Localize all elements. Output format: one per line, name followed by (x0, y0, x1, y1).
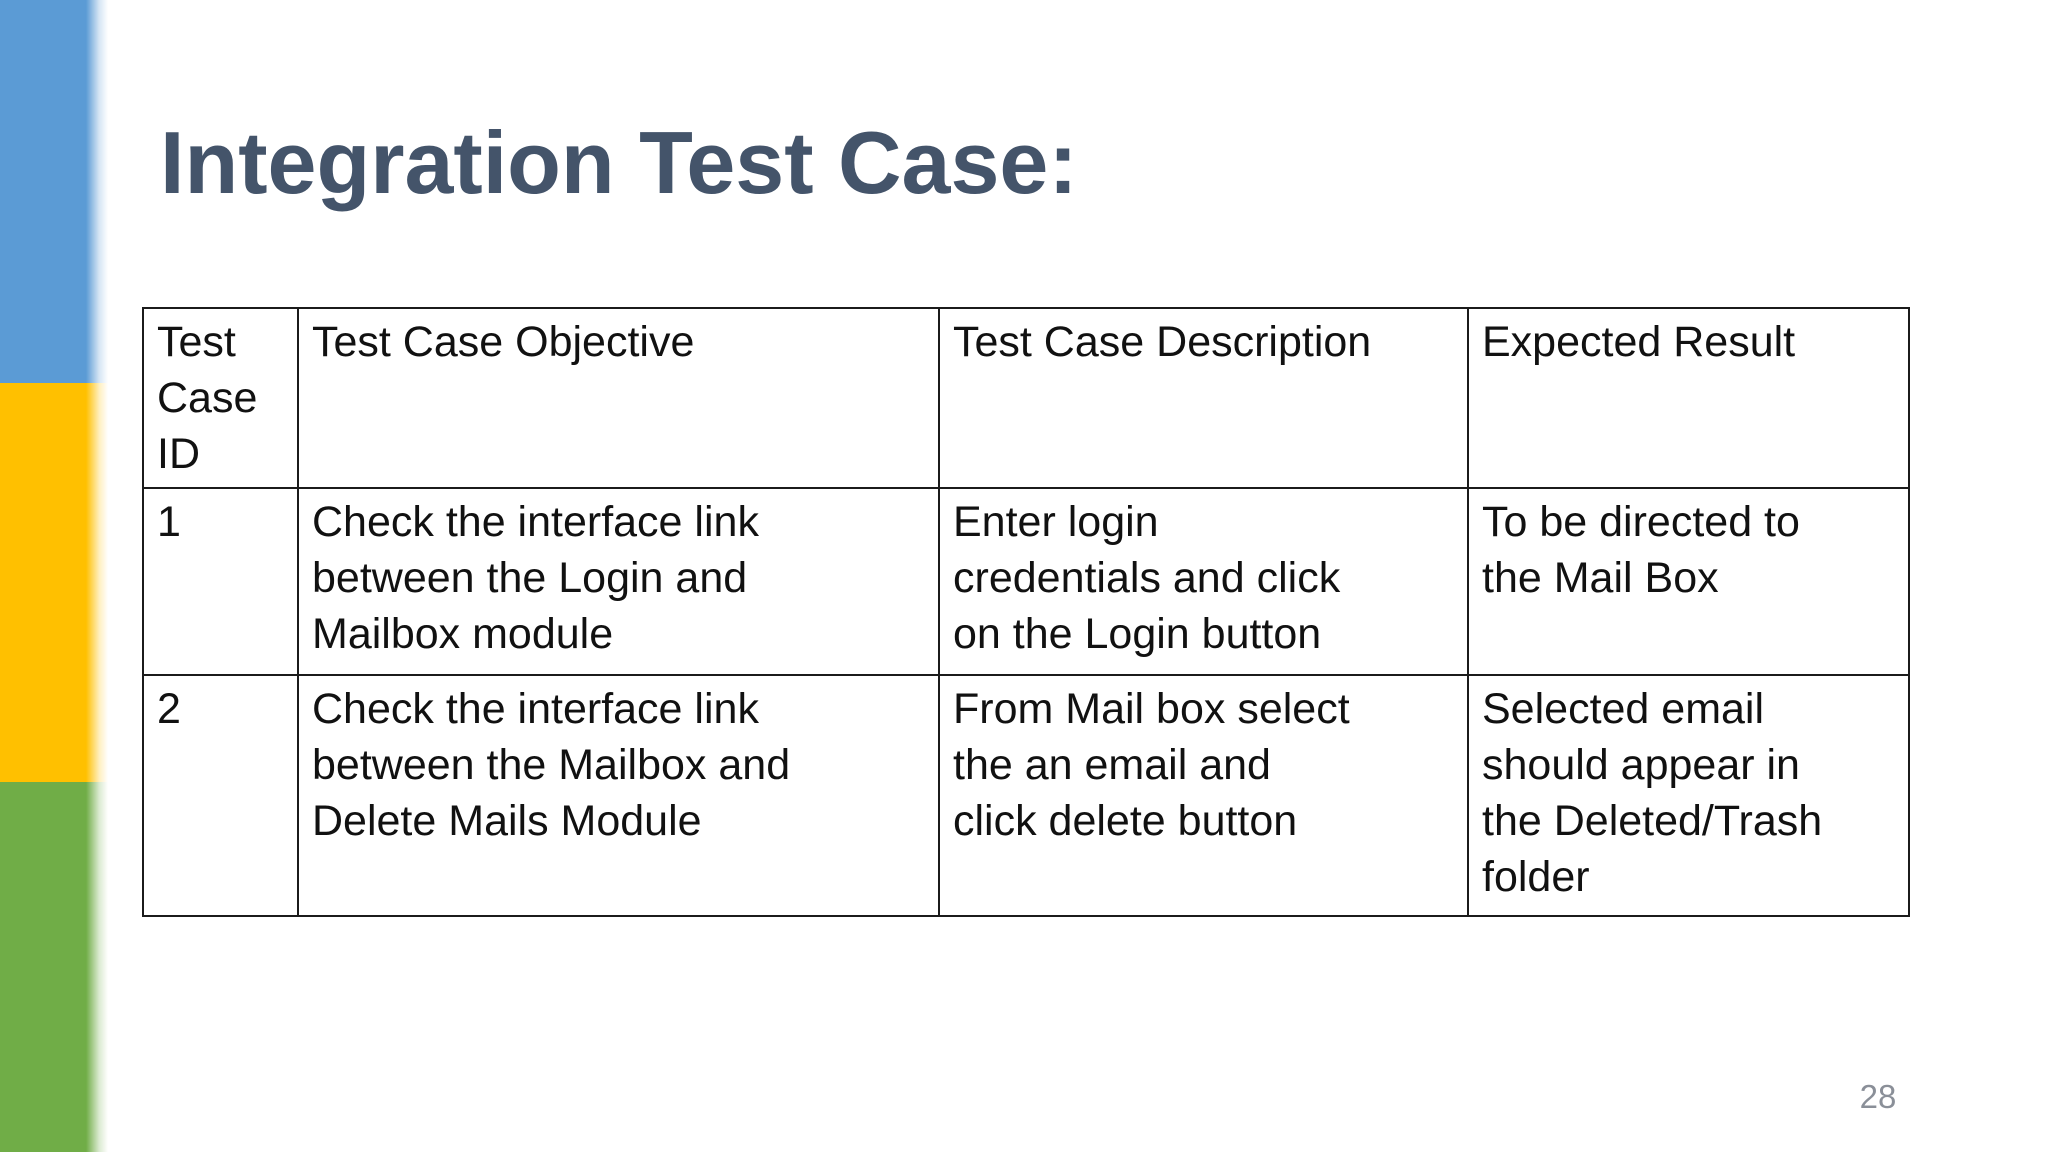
accent-bar-yellow-segment (0, 383, 108, 782)
accent-bar (0, 0, 108, 1152)
page-number: 28 (1859, 1078, 1897, 1115)
cell-expected-result: To be directed to the Mail Box (1467, 487, 1910, 676)
header-cell-description: Test Case Description (938, 307, 1469, 489)
header-cell-expected-result: Expected Result (1467, 307, 1910, 489)
table-row: 1 Check the interface link between the L… (142, 487, 1910, 676)
cell-test-case-id: 2 (142, 674, 299, 917)
header-cell-test-case-id: Test Case ID (142, 307, 299, 489)
cell-test-case-id: 1 (142, 487, 299, 676)
accent-bar-green-segment (0, 782, 108, 1152)
cell-expected-result: Selected email should appear in the Dele… (1467, 674, 1910, 917)
cell-description: From Mail box select the an email and cl… (938, 674, 1469, 917)
cell-objective: Check the interface link between the Mai… (297, 674, 940, 917)
slide-title: Integration Test Case: (160, 113, 1078, 212)
cell-objective: Check the interface link between the Log… (297, 487, 940, 676)
header-cell-objective: Test Case Objective (297, 307, 940, 489)
test-case-table: Test Case ID Test Case Objective Test Ca… (142, 307, 1910, 917)
cell-description: Enter login credentials and click on the… (938, 487, 1469, 676)
table-header-row: Test Case ID Test Case Objective Test Ca… (142, 307, 1910, 489)
table-row: 2 Check the interface link between the M… (142, 674, 1910, 917)
accent-bar-blue-segment (0, 0, 108, 383)
